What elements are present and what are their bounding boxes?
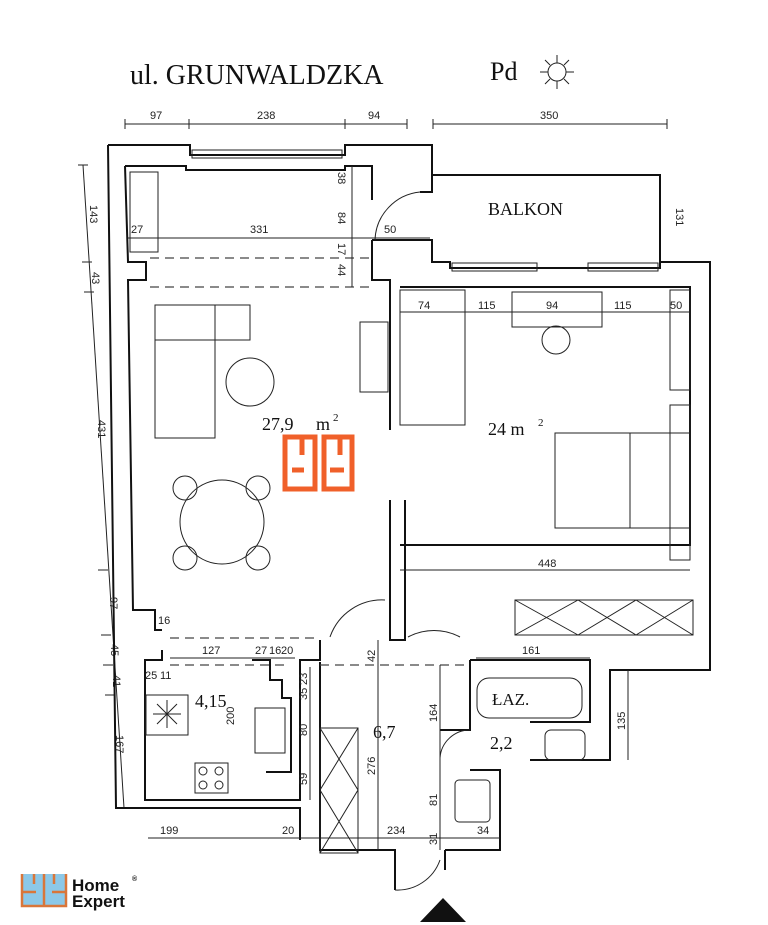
hall-area: 6,7 xyxy=(373,722,396,742)
dim-bottom-5: 34 xyxy=(477,825,489,837)
dim-left-6: 41 xyxy=(110,675,122,687)
left-dimension-line xyxy=(78,164,129,809)
home-expert-logo: Home Expert ® xyxy=(20,874,138,911)
dim-kitchen-8: 200 xyxy=(225,707,237,725)
dim-bottom-2: 20 xyxy=(282,825,294,837)
dim-balcony-side: 131 xyxy=(673,208,685,226)
dim-kitchen-6: 25 xyxy=(145,670,157,682)
walls xyxy=(107,144,711,890)
dim-top-1: 97 xyxy=(150,110,162,122)
dim-bed-5: 50 xyxy=(670,300,682,312)
svg-text:Home: Home xyxy=(72,876,119,895)
sun-icon xyxy=(540,55,574,89)
dim-hall-8: 81 xyxy=(428,794,440,806)
dim-kitchen-1: 16 xyxy=(158,615,170,627)
dim-top-2: 238 xyxy=(257,110,275,122)
dim-kitchen-5: 20 xyxy=(281,645,293,657)
dim-kitchen-4: 16 xyxy=(269,645,281,657)
dim-kitchen-3: 27 xyxy=(255,645,267,657)
dim-living-1: 27 xyxy=(131,224,143,236)
bathroom-label: ŁAZ. xyxy=(492,690,529,709)
dim-bath-1: 161 xyxy=(522,645,540,657)
dim-kitchen-2: 127 xyxy=(202,645,220,657)
dim-bed-4: 115 xyxy=(614,300,632,312)
dim-hall-1: 23 xyxy=(298,673,310,685)
dim-hall-3: 80 xyxy=(298,724,310,736)
dim-hall-4: 59 xyxy=(298,773,310,785)
svg-text:Expert: Expert xyxy=(72,892,125,911)
svg-text:®: ® xyxy=(132,875,138,883)
dim-left-2: 43 xyxy=(89,272,101,284)
windows xyxy=(191,149,659,272)
dim-living-2: 331 xyxy=(250,224,268,236)
bedroom-area: 24 m xyxy=(488,419,525,439)
kitchen-fridge-icon xyxy=(153,700,181,728)
dim-top-4: 350 xyxy=(540,110,558,122)
dim-living-3: 50 xyxy=(384,224,396,236)
bedroom-area-sup: 2 xyxy=(538,417,544,429)
dim-hall-7: 164 xyxy=(428,704,440,722)
living-area: 27,9 xyxy=(262,414,294,434)
furniture xyxy=(129,171,694,854)
dim-top-3: 94 xyxy=(368,110,380,122)
top-dimension-line xyxy=(124,119,668,129)
living-area-unit: m xyxy=(316,414,330,434)
dim-bed-1: 74 xyxy=(418,300,430,312)
doors xyxy=(329,191,471,891)
dim-living-7: 44 xyxy=(335,264,347,276)
living-area-sup: 2 xyxy=(333,412,339,424)
street-title: ul. GRUNWALDZKA xyxy=(130,60,384,91)
dim-bed-3: 94 xyxy=(546,300,558,312)
dim-bottom-3: 234 xyxy=(387,825,405,837)
watermark-logo-icon xyxy=(282,434,355,492)
balcony-label: BALKON xyxy=(488,199,563,219)
dim-hall-2: 35 xyxy=(298,688,310,700)
dim-kitchen-7: 11 xyxy=(160,670,171,682)
dim-hall-6: 276 xyxy=(366,757,378,775)
kitchen-area: 4,15 xyxy=(195,691,227,711)
entrance-arrow-icon xyxy=(420,898,466,922)
dim-living-6: 17 xyxy=(335,243,347,255)
dim-bottom-1: 199 xyxy=(160,825,178,837)
dim-left-1: 143 xyxy=(87,205,99,223)
dim-left-3: 431 xyxy=(95,420,107,438)
dim-bottom-4: 31 xyxy=(428,833,440,845)
dim-living-5: 84 xyxy=(335,212,347,224)
dim-bed-2: 115 xyxy=(478,300,496,312)
dim-hall-5: 42 xyxy=(366,650,378,662)
orientation-label: Pd xyxy=(490,57,517,86)
bathroom-area: 2,2 xyxy=(490,733,513,753)
dim-bedroom-width: 448 xyxy=(538,558,556,570)
dim-living-4: 38 xyxy=(335,172,347,184)
dashed-lines xyxy=(150,257,470,666)
dim-bath-2: 135 xyxy=(616,712,628,730)
